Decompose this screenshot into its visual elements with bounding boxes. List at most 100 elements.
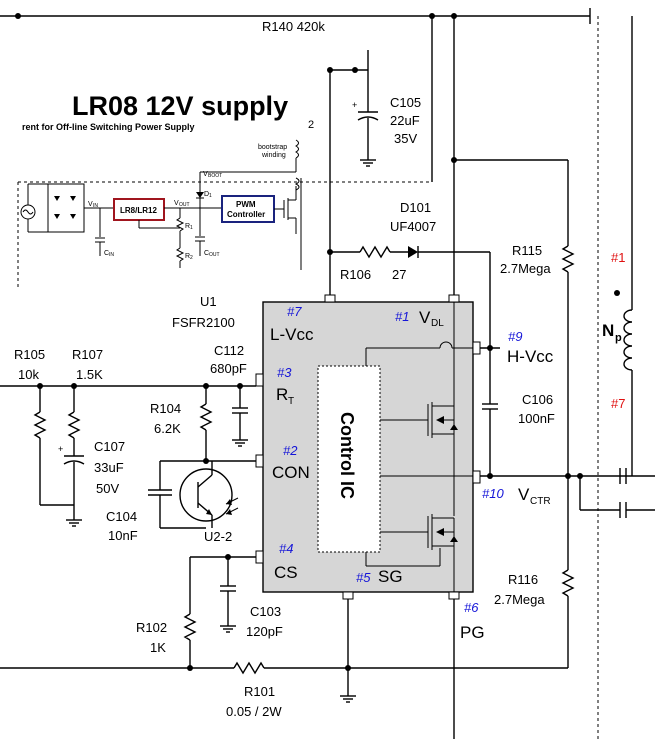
svg-text:T: T <box>288 396 294 407</box>
resistor-r106-icon <box>359 245 391 259</box>
svg-text:1: 1 <box>190 225 193 231</box>
transformer-primary: N p #1 #7 <box>597 16 633 739</box>
control-ic-label: Control IC <box>337 412 357 499</box>
inset-circuit: V IN C IN LR8/LR12 V OUT R 1 R 2 C OUT <box>20 119 314 270</box>
svg-text:#9: #9 <box>508 329 522 344</box>
svg-text:C: C <box>204 250 209 257</box>
svg-text:680pF: 680pF <box>210 361 247 376</box>
page-title: LR08 12V supply <box>72 91 288 121</box>
resistor-r105-icon <box>33 411 47 439</box>
svg-text:R105: R105 <box>14 347 45 362</box>
svg-text:10k: 10k <box>18 367 39 382</box>
svg-text:R115: R115 <box>512 243 542 258</box>
resistor-r102-icon <box>183 613 197 641</box>
optocoupler-u2-icon <box>179 468 233 522</box>
svg-text:R: R <box>276 385 288 404</box>
svg-text:#7: #7 <box>611 396 625 411</box>
svg-text:R: R <box>185 253 190 260</box>
svg-text:#10: #10 <box>482 486 504 501</box>
svg-text:CS: CS <box>274 563 298 582</box>
svg-text:+: + <box>352 100 357 110</box>
svg-text:35V: 35V <box>394 131 417 146</box>
ic-fsfr2100: Control IC U1 FSFR2100 #7 L-Vcc #1 V DL … <box>172 294 554 642</box>
svg-text:27: 27 <box>392 267 406 282</box>
svg-text:2.7Mega: 2.7Mega <box>494 592 545 607</box>
bootstrap-winding-icon <box>295 139 299 159</box>
bridge-rectifier-icon <box>47 183 85 233</box>
svg-text:#1: #1 <box>611 250 625 265</box>
svg-text:#4: #4 <box>279 541 293 556</box>
svg-text:V: V <box>419 308 431 327</box>
svg-text:CTR: CTR <box>530 496 551 507</box>
bootstrap-path: D101 UF4007 R106 27 <box>327 70 491 348</box>
svg-text:2: 2 <box>308 119 314 131</box>
svg-text:PWM: PWM <box>236 200 256 209</box>
svg-text:OUT: OUT <box>209 252 220 258</box>
svg-text:10nF: 10nF <box>108 528 138 543</box>
svg-text:OUT: OUT <box>179 202 190 208</box>
svg-text:#3: #3 <box>277 365 292 380</box>
svg-text:2.7Mega: 2.7Mega <box>500 261 551 276</box>
svg-text:DL: DL <box>431 318 444 329</box>
cs-sense-network: C103 120pF R102 1K R101 0.05 / 2W <box>0 554 568 739</box>
svg-text:LR8/LR12: LR8/LR12 <box>120 206 157 215</box>
svg-text:R: R <box>185 223 190 230</box>
svg-text:H-Vcc: H-Vcc <box>507 347 554 366</box>
diode-d101-icon <box>408 246 418 258</box>
svg-text:R101: R101 <box>244 684 275 699</box>
svg-text:C107: C107 <box>94 439 125 454</box>
svg-text:0.05 / 2W: 0.05 / 2W <box>226 704 282 719</box>
svg-text:p: p <box>615 332 622 344</box>
svg-text:#2: #2 <box>283 443 298 458</box>
svg-text:R107: R107 <box>72 347 103 362</box>
svg-text:6.2K: 6.2K <box>154 421 181 436</box>
primary-winding-icon <box>294 177 300 191</box>
svg-text:FSFR2100: FSFR2100 <box>172 315 235 330</box>
svg-text:R116: R116 <box>508 572 538 587</box>
capacitor-c105: + C105 22uF 35V <box>327 50 421 167</box>
svg-text:1.5K: 1.5K <box>76 367 103 382</box>
inset-border <box>17 181 432 290</box>
svg-text:+: + <box>58 444 63 454</box>
svg-text:SG: SG <box>378 567 403 586</box>
top-fragment-label: R140 420k <box>262 19 325 34</box>
resistor-r101-icon <box>233 661 265 675</box>
svg-text:R104: R104 <box>150 401 181 416</box>
svg-text:N: N <box>602 321 614 340</box>
resistor-r107-icon <box>67 411 81 439</box>
diode-d1-icon <box>196 192 204 198</box>
high-side-mosfet-icon <box>427 302 458 516</box>
svg-text:120pF: 120pF <box>246 624 283 639</box>
svg-text:U1: U1 <box>200 294 217 309</box>
resistor-r104-icon <box>199 403 213 431</box>
svg-text:1: 1 <box>209 193 212 199</box>
svg-text:UF4007: UF4007 <box>390 219 436 234</box>
svg-text:bootstrap: bootstrap <box>258 144 287 151</box>
control-ic-block <box>317 365 381 553</box>
svg-text:C: C <box>104 250 109 257</box>
pin7-number: #7 <box>287 304 302 319</box>
svg-text:CON: CON <box>272 463 310 482</box>
hvcc-and-vctr: C106 100nF R116 2.7Mega <box>480 345 655 668</box>
svg-text:BOOT: BOOT <box>208 173 222 179</box>
svg-text:R106: R106 <box>340 267 371 282</box>
svg-text:winding: winding <box>261 152 286 159</box>
pwm-controller-block <box>221 195 275 223</box>
svg-text:V: V <box>174 200 179 207</box>
svg-text:#5: #5 <box>356 570 371 585</box>
svg-text:33uF: 33uF <box>94 460 124 475</box>
svg-text:2: 2 <box>190 255 193 261</box>
svg-text:100nF: 100nF <box>518 411 555 426</box>
svg-text:PG: PG <box>460 623 485 642</box>
svg-text:D: D <box>204 191 209 198</box>
svg-text:V: V <box>88 201 93 208</box>
svg-text:#1: #1 <box>395 309 409 324</box>
svg-text:C105: C105 <box>390 95 421 110</box>
svg-text:C103: C103 <box>250 604 281 619</box>
svg-text:IN: IN <box>93 203 98 209</box>
rt-con-network: R105 10k R107 1.5K + C107 33uF 50V C112 … <box>0 343 256 544</box>
svg-text:Controller: Controller <box>227 210 265 219</box>
resistor-r115-icon <box>561 245 575 273</box>
svg-text:R102: R102 <box>136 620 167 635</box>
